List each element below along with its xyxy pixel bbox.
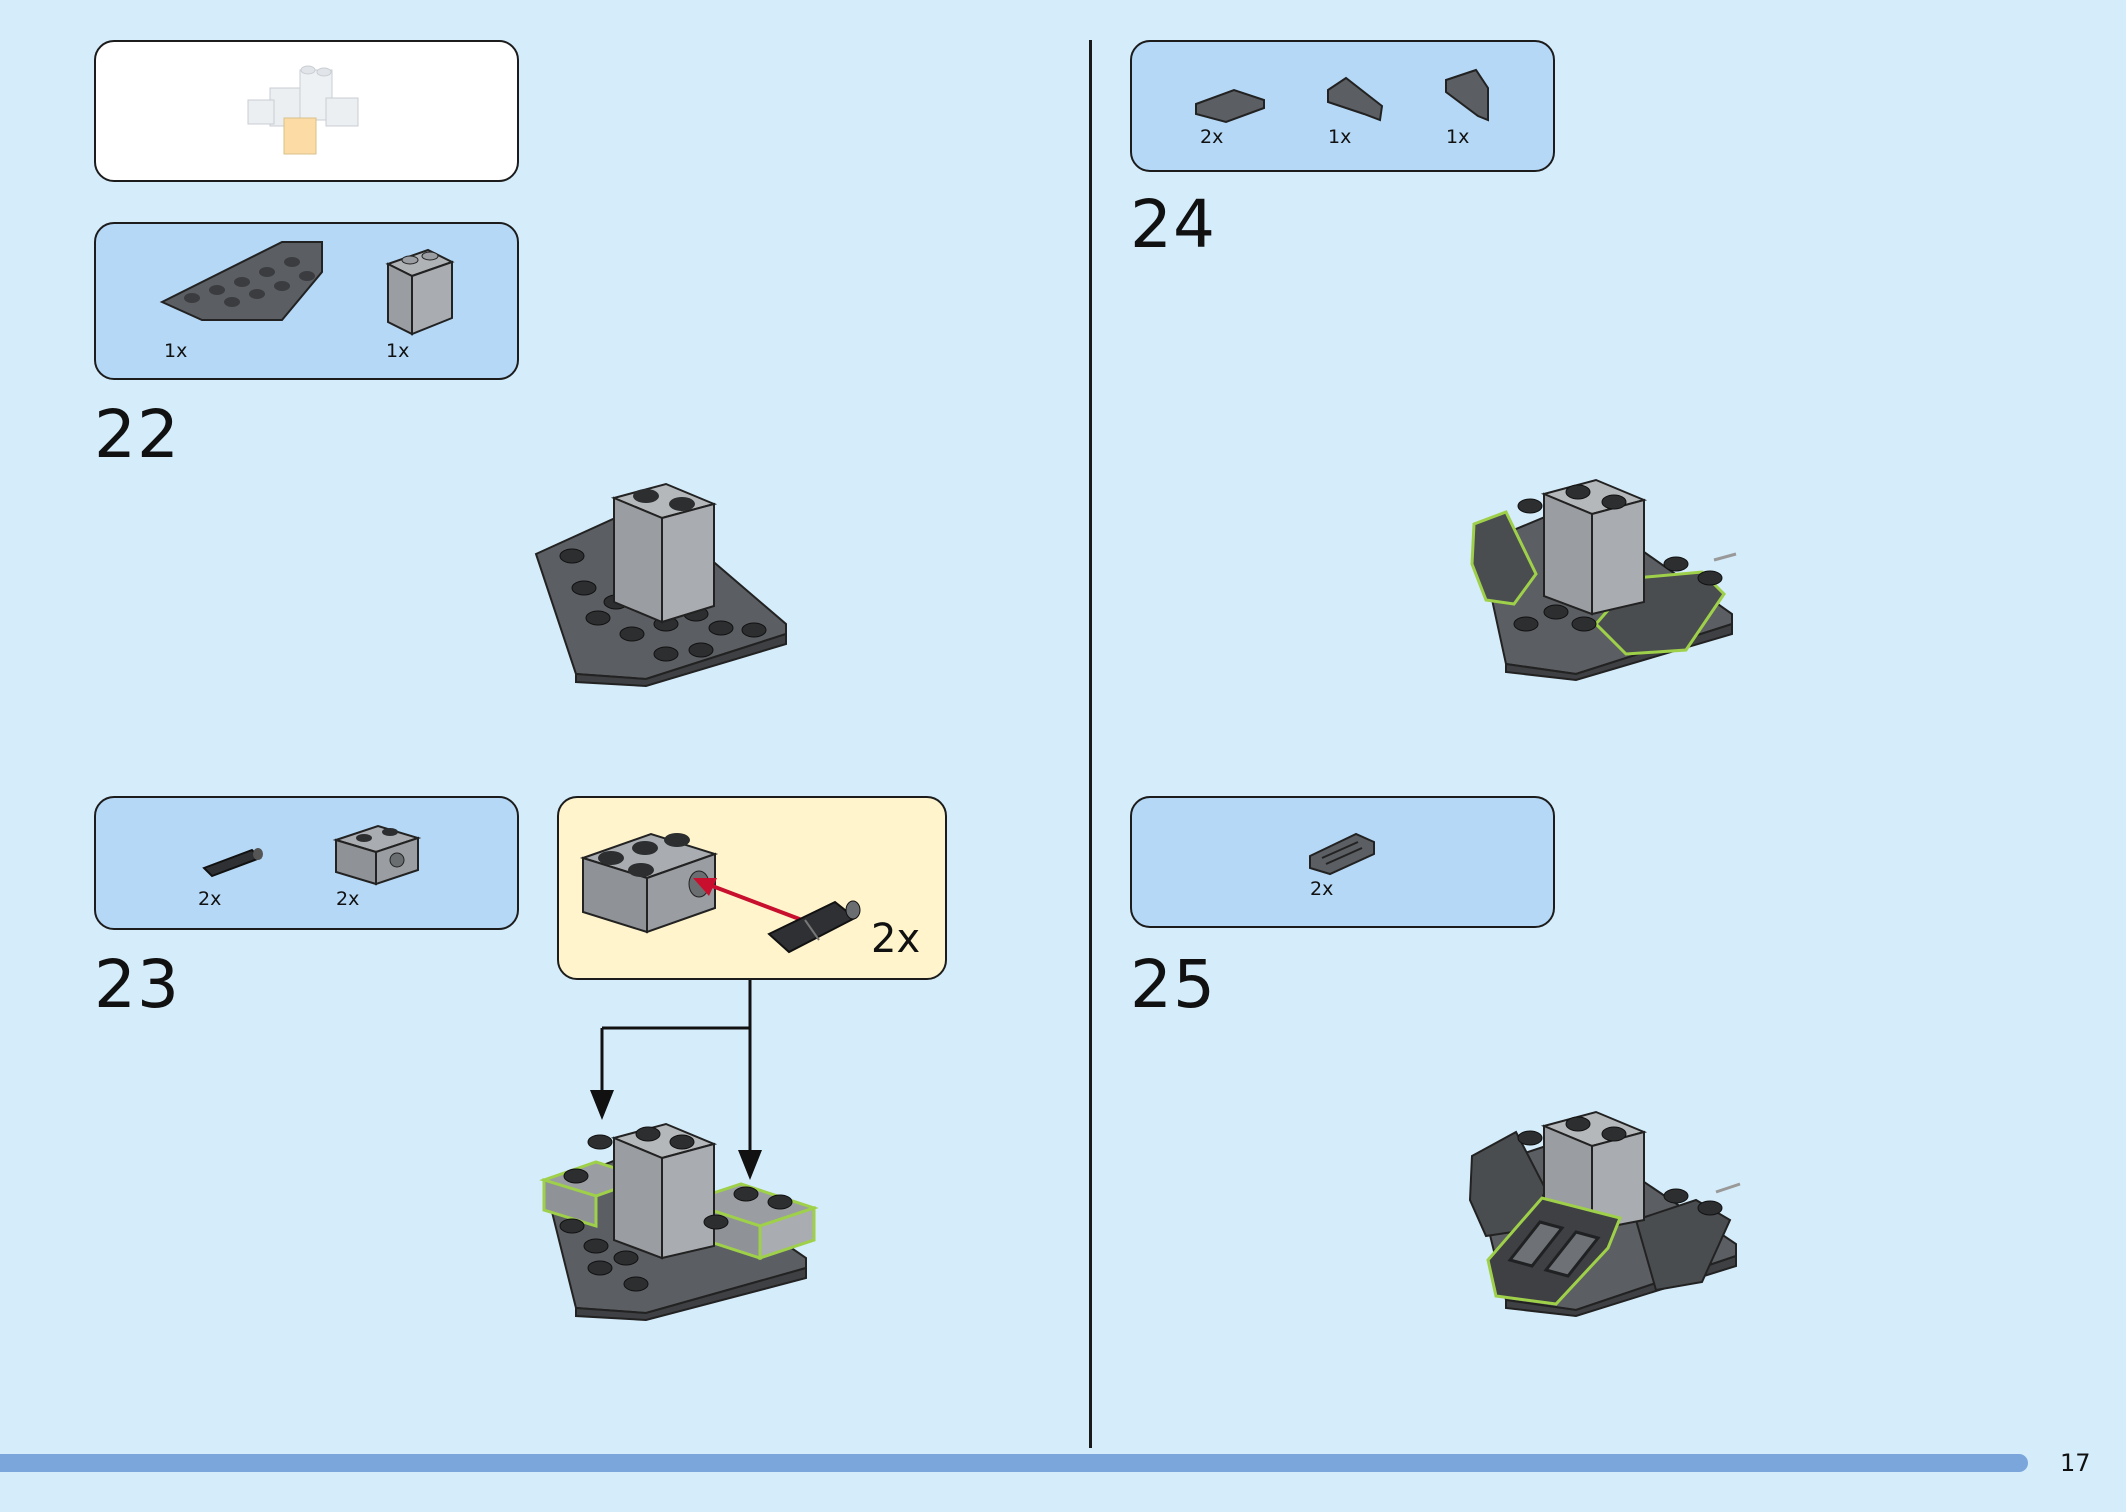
overview-model-image	[247, 65, 359, 155]
wedge-plate-part-icon	[159, 241, 323, 321]
part-quantity: 1x	[164, 340, 188, 362]
grille-slope-part-icon	[1309, 832, 1375, 876]
step-23-model-image	[539, 1122, 819, 1322]
page-number: 17	[2060, 1449, 2091, 1477]
subassembly-quantity: 2x	[871, 916, 921, 962]
part-quantity: 2x	[1200, 126, 1224, 148]
step-number: 23	[94, 946, 180, 1023]
step-25-parts-box: 2x	[1130, 796, 1555, 928]
part-quantity: 2x	[198, 888, 222, 910]
step-number: 25	[1130, 946, 1216, 1023]
wedge-slope-right-part-icon	[1445, 68, 1489, 122]
step-23-parts-box: 2x 2x	[94, 796, 519, 930]
page-progress-bar	[0, 1454, 2028, 1472]
subassembly-technic-brick-image	[579, 832, 719, 934]
part-quantity: 1x	[1446, 126, 1470, 148]
brick-1x2x2-part-icon	[385, 248, 455, 336]
part-quantity: 2x	[1310, 878, 1334, 900]
part-quantity: 1x	[1328, 126, 1352, 148]
step-24-parts-box: 2x 1x 1x	[1130, 40, 1555, 172]
subassembly-connector-arrows	[590, 980, 762, 1180]
technic-pin-part-icon	[202, 848, 263, 878]
step-number: 24	[1130, 186, 1216, 263]
part-quantity: 2x	[336, 888, 360, 910]
step-23-subassembly-box: 2x	[557, 796, 947, 980]
step-22-parts-box: 1x 1x	[94, 222, 519, 380]
subassembly-technic-pin-image	[767, 900, 861, 954]
assembly-direction-arrow-icon	[693, 878, 803, 922]
overview-preview-box	[94, 40, 519, 182]
step-number: 22	[94, 396, 180, 473]
part-quantity: 1x	[386, 340, 410, 362]
step-24-model-image	[1470, 478, 1737, 682]
technic-brick-part-icon	[332, 824, 422, 886]
column-divider	[1089, 40, 1092, 1448]
wedge-slope-left-part-icon	[1327, 76, 1384, 122]
step-25-model-image	[1468, 1110, 1741, 1318]
step-22-model-image	[534, 482, 787, 688]
curved-slope-part-icon	[1195, 88, 1265, 124]
